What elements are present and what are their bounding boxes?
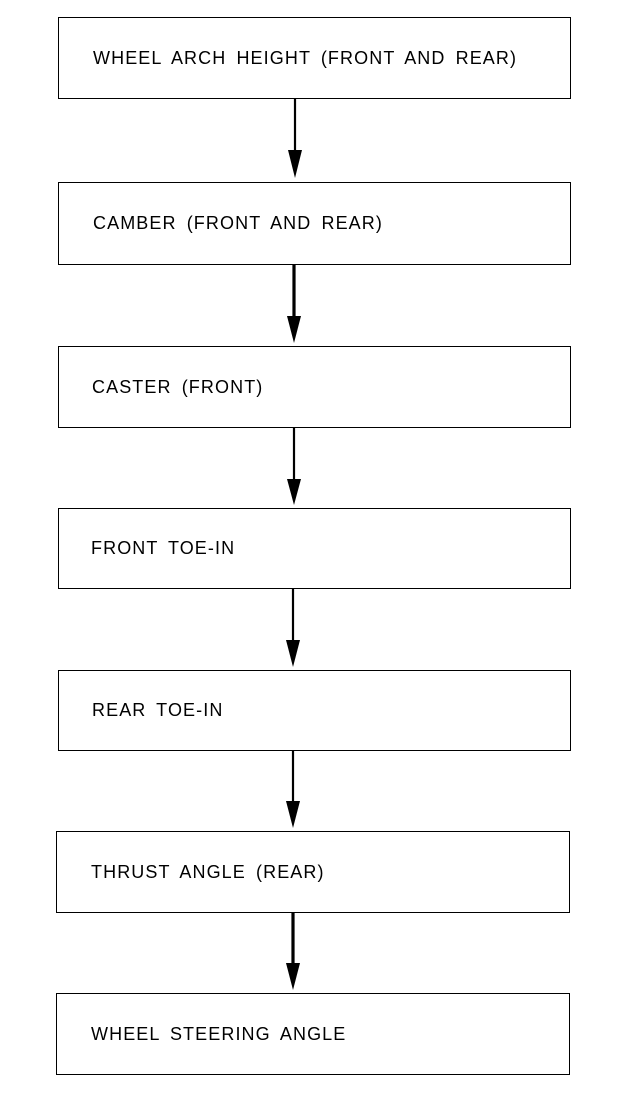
step-label: FRONT TOE-IN — [91, 538, 236, 558]
step-box-caster: CASTER (FRONT) — [58, 346, 571, 428]
arrow-4 — [286, 589, 300, 667]
arrow-3 — [287, 428, 301, 505]
step-label: WHEEL STEERING ANGLE — [91, 1023, 347, 1044]
step-box-rear-toe-in: REAR TOE-IN — [58, 670, 571, 751]
step-box-thrust-angle: THRUST ANGLE (REAR) — [56, 831, 570, 913]
step-label: WHEEL ARCH HEIGHT (FRONT AND REAR) — [93, 47, 518, 68]
step-box-wheel-steering-angle: WHEEL STEERING ANGLE — [56, 993, 570, 1075]
step-label: REAR TOE-IN — [92, 700, 224, 720]
step-box-front-toe-in: FRONT TOE-IN — [58, 508, 571, 589]
step-box-camber: CAMBER (FRONT AND REAR) — [58, 182, 571, 265]
step-label: CASTER (FRONT) — [92, 376, 264, 397]
arrow-2 — [287, 265, 301, 343]
arrow-6 — [286, 913, 300, 990]
arrow-5 — [286, 751, 300, 828]
arrow-1 — [288, 99, 302, 178]
step-label: CAMBER (FRONT AND REAR) — [93, 213, 383, 233]
step-label: THRUST ANGLE (REAR) — [91, 861, 325, 882]
step-box-wheel-arch-height: WHEEL ARCH HEIGHT (FRONT AND REAR) — [58, 17, 571, 99]
